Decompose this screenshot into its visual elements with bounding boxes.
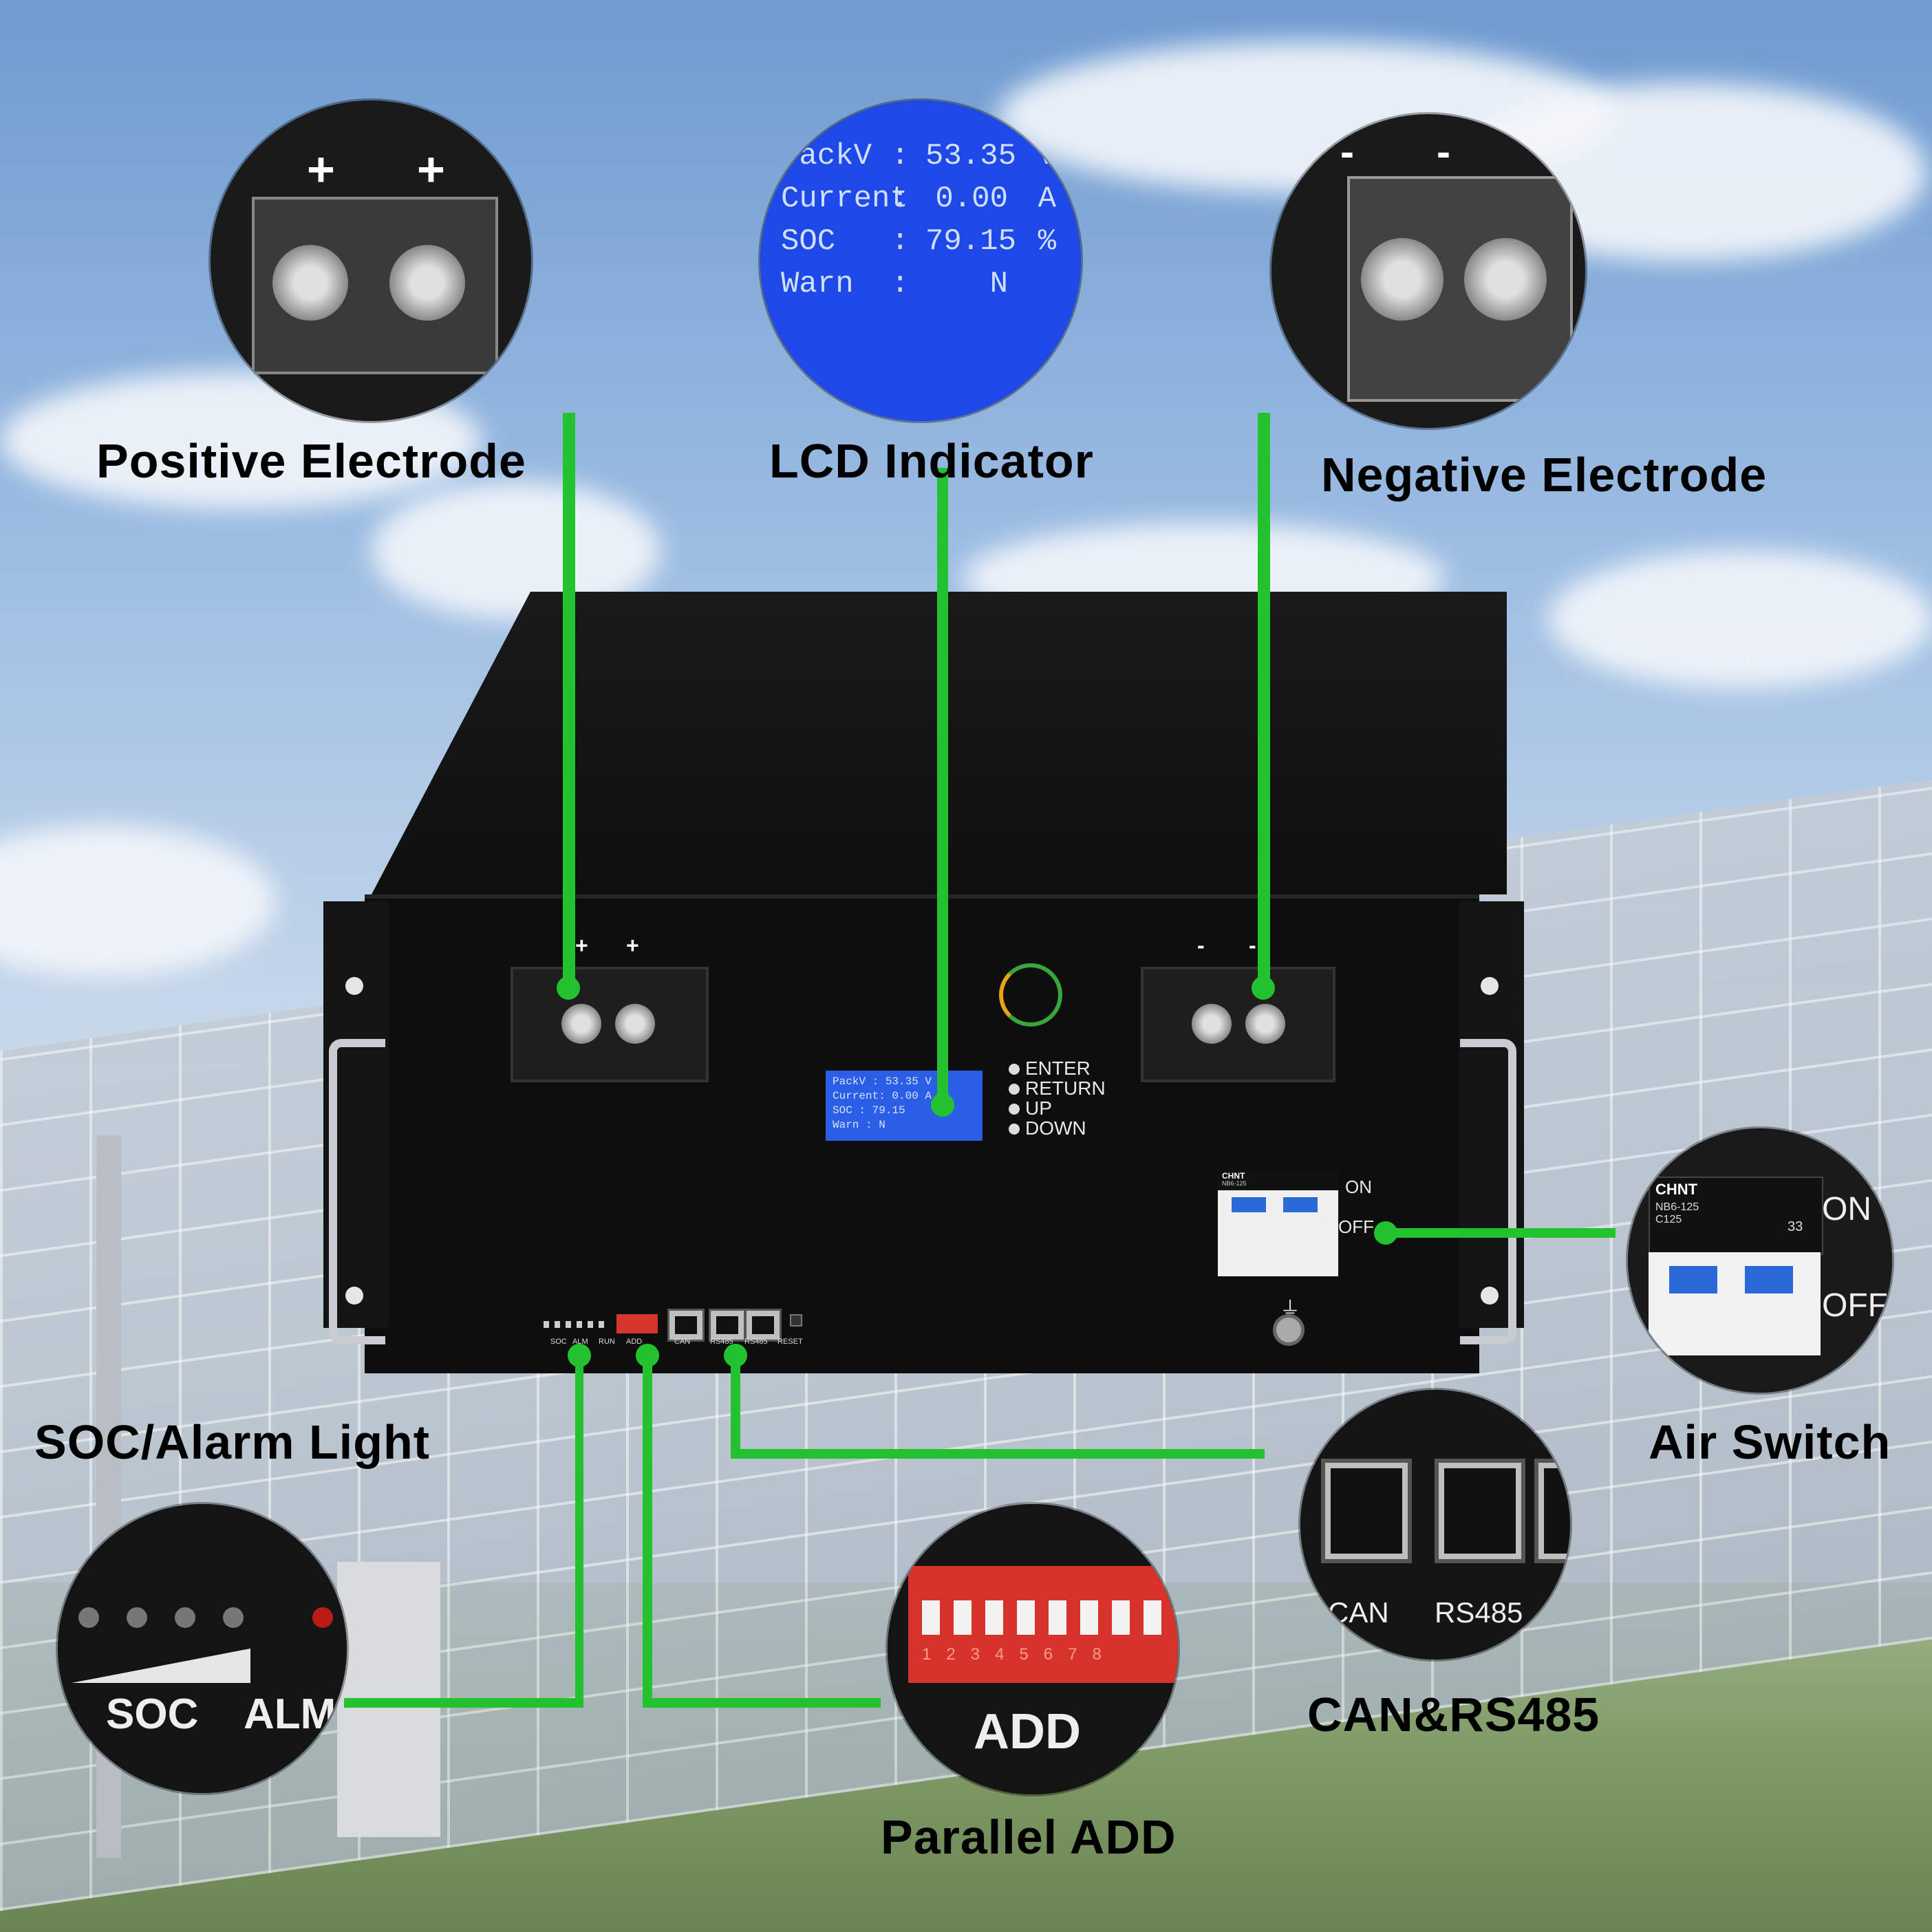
switch-off-label: OFF bbox=[1338, 1216, 1374, 1237]
dip-switch[interactable] bbox=[616, 1314, 658, 1333]
callout-dot bbox=[931, 1093, 954, 1117]
breaker-rating: C125 bbox=[1655, 1214, 1682, 1225]
callout-dot bbox=[724, 1344, 747, 1367]
cabinet-lcd-row: Warn : N bbox=[833, 1119, 886, 1131]
port-label: RUN bbox=[599, 1338, 615, 1346]
down-button[interactable]: DOWN bbox=[1009, 1118, 1106, 1138]
breaker-brand: CHNT bbox=[1655, 1181, 1698, 1198]
return-button[interactable]: RETURN bbox=[1009, 1078, 1106, 1098]
alarm-led-icon bbox=[312, 1607, 333, 1628]
handle-right bbox=[1460, 1039, 1516, 1344]
callout-line bbox=[937, 468, 948, 1105]
negative-mark: - bbox=[1197, 933, 1205, 958]
rs485-port[interactable] bbox=[744, 1309, 782, 1342]
positive-mark: + bbox=[307, 142, 335, 196]
cabinet-lcd-row: Current: 0.00 A bbox=[833, 1090, 932, 1102]
port-label: RS485 bbox=[744, 1338, 768, 1346]
brand-logo-icon bbox=[999, 963, 1062, 1027]
soc-alarm-zoom: SOC ALM bbox=[58, 1504, 347, 1793]
callout-dot bbox=[1374, 1221, 1397, 1245]
lcd-indicator-label: LCD Indicator bbox=[769, 434, 1094, 488]
dip-switch-levers bbox=[922, 1600, 1170, 1635]
callout-line bbox=[344, 1698, 583, 1708]
callout-dot bbox=[568, 1344, 591, 1367]
lcd-buttons: ENTER RETURN UP DOWN bbox=[1009, 1058, 1106, 1138]
positive-terminal bbox=[511, 967, 709, 1082]
led-icon bbox=[175, 1607, 195, 1628]
rs485-label: RS485 bbox=[1435, 1596, 1523, 1629]
lcd-row-soc: SOC:79.15% bbox=[781, 224, 1056, 259]
add-text: ADD bbox=[974, 1704, 1081, 1759]
air-switch[interactable]: CHNT NB6-125 bbox=[1218, 1170, 1338, 1276]
callout-line bbox=[731, 1449, 1265, 1459]
cloud bbox=[0, 826, 275, 977]
callout-line bbox=[731, 1355, 740, 1459]
can-rs485-zoom: CAN RS485 bbox=[1300, 1390, 1570, 1660]
ground-bolt bbox=[1273, 1314, 1305, 1346]
can-rs485-label: CAN&RS485 bbox=[1307, 1688, 1600, 1741]
positive-mark: + bbox=[626, 933, 639, 958]
callout-line bbox=[643, 1698, 881, 1708]
can-port[interactable] bbox=[667, 1309, 705, 1342]
reset-button[interactable] bbox=[790, 1314, 802, 1327]
led-icon bbox=[127, 1607, 147, 1628]
callout-line bbox=[575, 1355, 583, 1706]
positive-electrode-zoom: + + bbox=[211, 100, 531, 421]
callout-line bbox=[643, 1355, 652, 1706]
breaker-number: 33 bbox=[1788, 1219, 1803, 1234]
parallel-add-label: Parallel ADD bbox=[881, 1810, 1177, 1864]
negative-mark: - bbox=[1249, 933, 1256, 958]
negative-electrode-label: Negative Electrode bbox=[1321, 448, 1768, 502]
positive-mark: + bbox=[417, 142, 445, 196]
air-switch-label: Air Switch bbox=[1649, 1415, 1891, 1469]
callout-line bbox=[1386, 1228, 1616, 1238]
negative-mark: - bbox=[1437, 129, 1450, 175]
can-label: CAN bbox=[1328, 1596, 1389, 1629]
led-icon bbox=[78, 1607, 99, 1628]
cabinet-lcd-screen: PackV : 53.35 V Current: 0.00 A SOC : 79… bbox=[826, 1071, 983, 1141]
switch-on-label: ON bbox=[1345, 1177, 1372, 1197]
enter-button[interactable]: ENTER bbox=[1009, 1058, 1106, 1078]
port-label: RS485 bbox=[710, 1338, 733, 1346]
negative-terminal bbox=[1141, 967, 1335, 1082]
led-row bbox=[544, 1321, 605, 1328]
port-label: CAN bbox=[674, 1338, 691, 1346]
switch-on-label: ON bbox=[1822, 1191, 1871, 1227]
port-label: ADD bbox=[626, 1338, 643, 1346]
alm-text: ALM bbox=[244, 1690, 336, 1738]
air-switch-zoom: CHNT NB6-125 C125 33 ON OFF bbox=[1628, 1128, 1892, 1393]
breaker-model: NB6-125 bbox=[1655, 1201, 1699, 1213]
callout-line bbox=[1258, 413, 1270, 988]
port-label: SOC bbox=[550, 1338, 567, 1346]
lcd-row-warn: Warn:N bbox=[781, 267, 1008, 301]
rs485-port[interactable] bbox=[709, 1309, 746, 1342]
handle-left bbox=[329, 1039, 385, 1344]
callout-dot bbox=[557, 976, 580, 1000]
positive-electrode-label: Positive Electrode bbox=[96, 434, 526, 488]
negative-electrode-zoom: - - bbox=[1271, 114, 1585, 428]
soc-text: SOC bbox=[106, 1690, 199, 1738]
up-button[interactable]: UP bbox=[1009, 1098, 1106, 1118]
soc-alarm-light-label: SOC/Alarm Light bbox=[34, 1415, 431, 1469]
callout-dot bbox=[636, 1344, 659, 1367]
port-label: RESET bbox=[777, 1338, 803, 1346]
cloud bbox=[1548, 550, 1932, 688]
positive-mark: + bbox=[575, 933, 588, 958]
cabinet-lcd-row: SOC : 79.15 bbox=[833, 1104, 905, 1117]
callout-line bbox=[563, 413, 575, 988]
led-icon bbox=[223, 1607, 244, 1628]
negative-mark: - bbox=[1340, 129, 1354, 175]
cabinet-lcd-row: PackV : 53.35 V bbox=[833, 1075, 932, 1088]
switch-off-label: OFF bbox=[1822, 1287, 1888, 1324]
callout-dot bbox=[1252, 976, 1275, 1000]
